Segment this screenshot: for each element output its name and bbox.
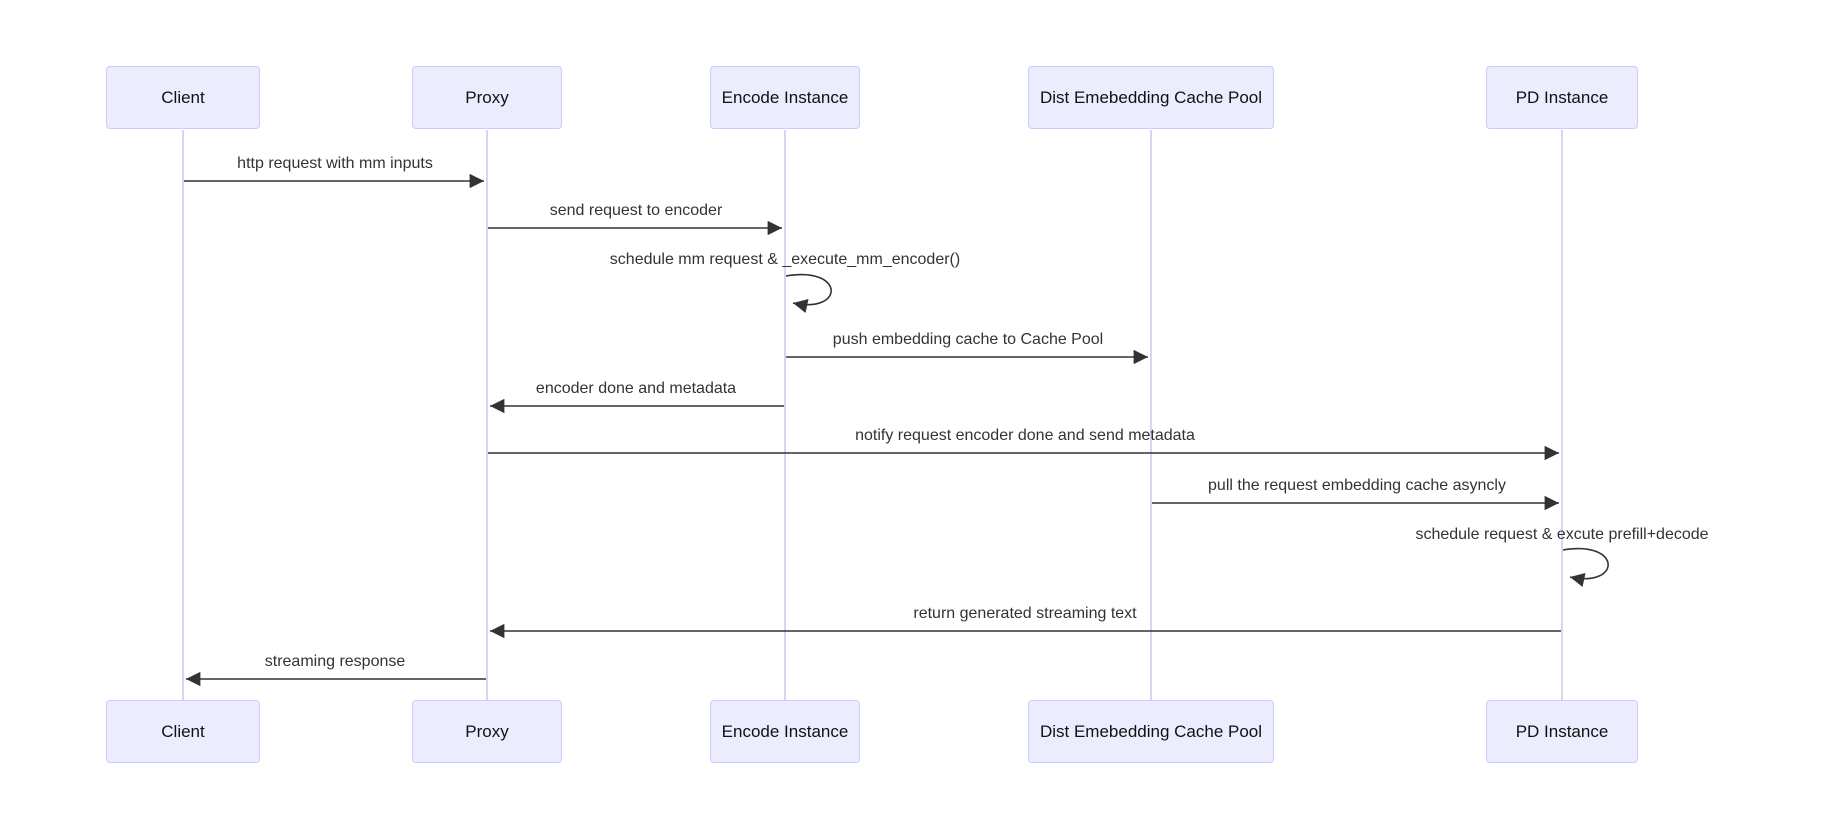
participant-cachepool-bottom: Dist Emebedding Cache Pool	[1028, 700, 1274, 763]
message-self-loop-3	[785, 273, 832, 314]
message-label-5: encoder done and metadata	[535, 380, 737, 397]
message-label-6: notify request encoder done and send met…	[855, 427, 1195, 444]
participant-proxy-bottom: Proxy	[412, 700, 562, 763]
participant-pd-bottom: PD Instance	[1486, 700, 1638, 763]
participant-pd-top: PD Instance	[1486, 66, 1638, 129]
participant-label: PD Instance	[1515, 87, 1609, 107]
participant-label: Client	[161, 87, 205, 107]
participant-client-bottom: Client	[106, 700, 260, 763]
message-label-9: return generated streaming text	[913, 605, 1137, 622]
message-label-1: http request with mm inputs	[237, 155, 433, 172]
participant-label: Proxy	[465, 87, 509, 107]
participant-label: Encode Instance	[721, 721, 849, 741]
message-self-loop-8	[1562, 547, 1609, 588]
message-label-2: send request to encoder	[549, 202, 723, 219]
participant-label: Dist Emebedding Cache Pool	[1039, 721, 1263, 741]
participant-encode-bottom: Encode Instance	[710, 700, 860, 763]
participant-client-top: Client	[106, 66, 260, 129]
participant-label: Client	[161, 721, 205, 741]
message-label-3: schedule mm request & _execute_mm_encode…	[609, 251, 961, 268]
participant-label: Encode Instance	[721, 87, 849, 107]
message-label-7: pull the request embedding cache asyncly	[1208, 477, 1506, 494]
message-label-8: schedule request & excute prefill+decode	[1415, 526, 1709, 543]
participant-label: Proxy	[465, 721, 509, 741]
participant-cachepool-top: Dist Emebedding Cache Pool	[1028, 66, 1274, 129]
message-label-4: push embedding cache to Cache Pool	[832, 331, 1104, 348]
participant-proxy-top: Proxy	[412, 66, 562, 129]
message-label-10: streaming response	[264, 653, 406, 670]
participant-encode-top: Encode Instance	[710, 66, 860, 129]
participant-label: PD Instance	[1515, 721, 1609, 741]
participant-label: Dist Emebedding Cache Pool	[1039, 87, 1263, 107]
